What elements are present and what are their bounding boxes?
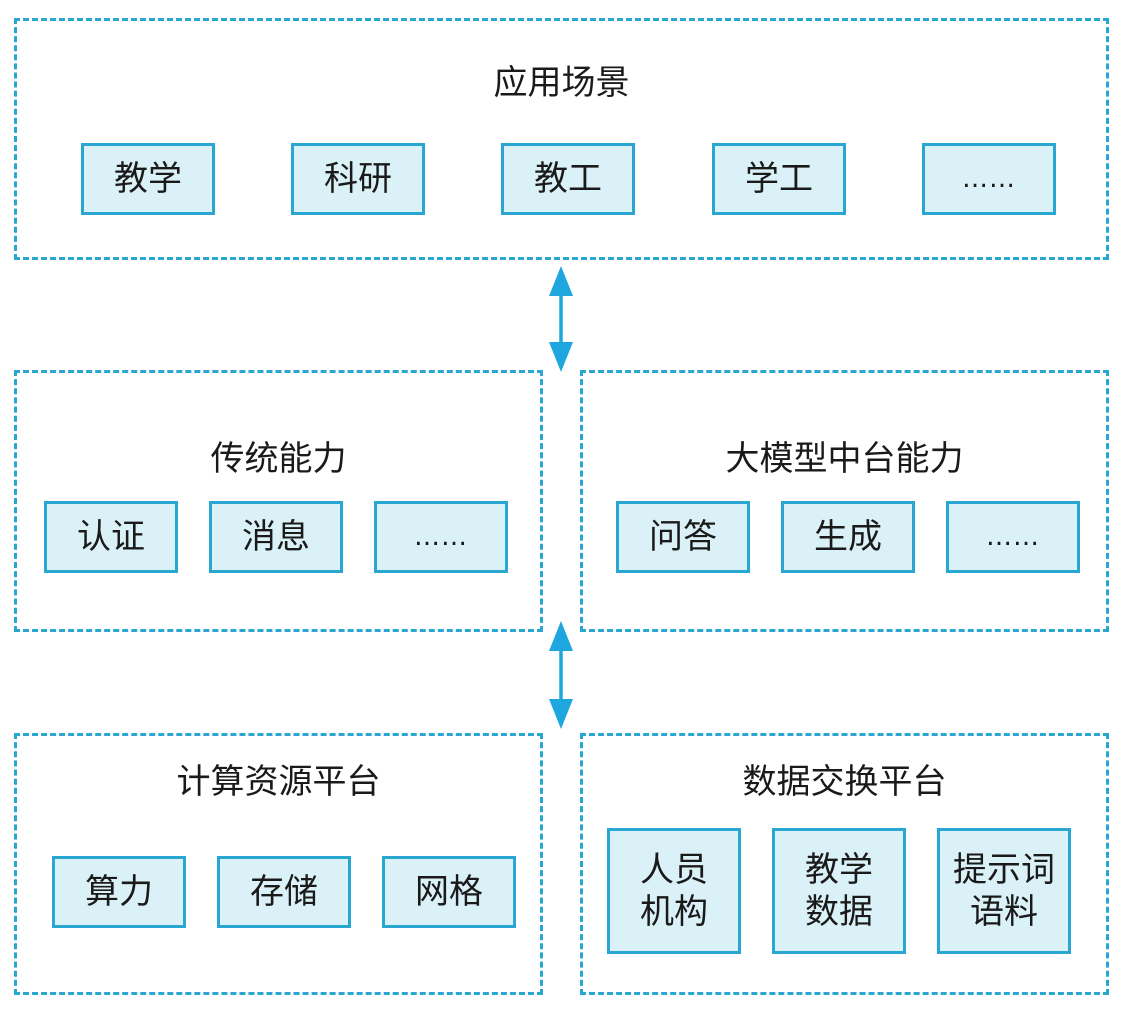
application-scenarios-title: 应用场景 (493, 63, 630, 103)
application-item-more: …… (922, 143, 1056, 215)
llm-item-generation: 生成 (781, 501, 915, 573)
llm-platform-capabilities-section: 大模型中台能力 问答 生成 …… (580, 370, 1109, 632)
application-item-student-affairs: 学工 (712, 143, 846, 215)
traditional-capabilities-section: 传统能力 认证 消息 …… (14, 370, 543, 632)
traditional-item-auth: 认证 (44, 501, 178, 573)
application-item-research: 科研 (291, 143, 425, 215)
traditional-item-message: 消息 (209, 501, 343, 573)
compute-item-grid: 网格 (382, 856, 516, 928)
arrow-application-to-capabilities (549, 266, 573, 372)
application-item-staff: 教工 (501, 143, 635, 215)
data-exchange-item-personnel-organization: 人员 机构 (607, 828, 741, 954)
compute-item-storage: 存储 (217, 856, 351, 928)
data-exchange-item-teaching-data: 教学 数据 (772, 828, 906, 954)
llm-platform-capabilities-title: 大模型中台能力 (725, 439, 964, 479)
compute-item-computing-power: 算力 (52, 856, 186, 928)
data-exchange-item-prompt-corpus: 提示词 语料 (937, 828, 1071, 954)
application-scenarios-section: 应用场景 教学 科研 教工 学工 …… (14, 18, 1109, 260)
compute-resource-platform-section: 计算资源平台 算力 存储 网格 (14, 733, 543, 995)
data-exchange-platform-title: 数据交换平台 (742, 762, 947, 802)
traditional-item-more: …… (374, 501, 508, 573)
data-exchange-platform-section: 数据交换平台 人员 机构 教学 数据 提示词 语料 (580, 733, 1109, 995)
llm-item-qa: 问答 (616, 501, 750, 573)
llm-item-more: …… (946, 501, 1080, 573)
application-item-teaching: 教学 (81, 143, 215, 215)
arrow-capabilities-to-platforms (549, 621, 573, 729)
traditional-capabilities-title: 传统能力 (210, 439, 347, 479)
compute-resource-platform-title: 计算资源平台 (176, 762, 381, 802)
